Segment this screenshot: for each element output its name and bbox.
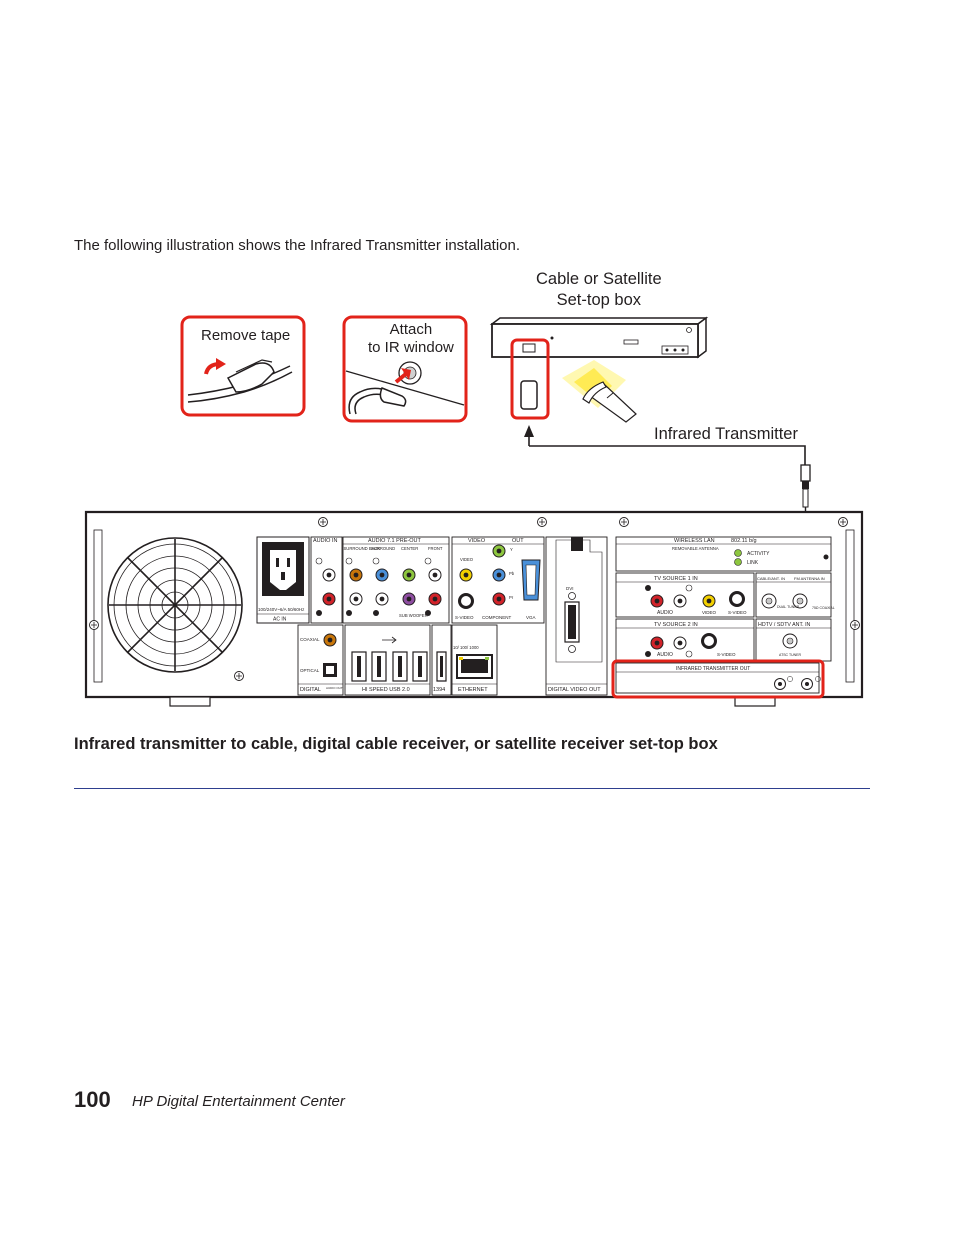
activity-label: ACTIVITY — [747, 551, 770, 557]
pc-rear-panel: 100/240V~6/A 50/60Hz AC IN AUDIO IN AUDI… — [84, 510, 864, 707]
removable-antenna-label: REMOVABLE ANTENNA — [672, 546, 719, 551]
ir-cable — [529, 445, 806, 465]
wireless-lan-label: WIRELESS LAN — [674, 538, 715, 544]
attach-line-2: to IR window — [368, 339, 454, 356]
remove-tape-label: Remove tape — [201, 327, 291, 344]
surround-back-label: SURROUND BACK — [344, 546, 381, 551]
ir-out-label: INFRARED TRANSMITTER OUT — [676, 666, 750, 672]
atsc-tuner-label: ATSC TUNER — [779, 653, 802, 657]
intro-text: The following illustration shows the Inf… — [74, 237, 521, 254]
audio-out-label: AUDIO OUT — [326, 686, 343, 690]
tv2-s-video-label: S-VIDEO — [717, 652, 736, 657]
settop-line-1: Cable or Satellite — [536, 270, 662, 288]
vga-label: VGA — [526, 615, 536, 620]
out-label: OUT — [512, 538, 524, 544]
tv-source-1-label: TV SOURCE 1 IN — [654, 576, 698, 582]
tv1-audio-label: AUDIO — [657, 610, 673, 616]
tv1-video-label: VIDEO — [702, 610, 717, 615]
settop-box-illustration — [489, 316, 709, 359]
hi-speed-usb-label: HI SPEED USB 2.0 — [362, 687, 410, 693]
audio-71-label: AUDIO 7.1 PRE-OUT — [368, 538, 422, 544]
infrared-transmitter-label: Infrared Transmitter — [654, 425, 798, 443]
front-label: FRONT — [428, 546, 443, 551]
attach-ir-window-callout — [342, 315, 468, 423]
cable-ant-in-label: CABLE/ANT. IN — [757, 576, 785, 581]
speeds-label: 10/ 100/ 1000 — [453, 645, 479, 650]
hdtv-in-label: HDTV / SDTV ANT. IN — [758, 622, 811, 628]
settop-box-label: Cable or Satellite Set-top box — [536, 269, 662, 311]
surround-label: SURROUND — [371, 546, 395, 551]
audio-in-label: AUDIO IN — [313, 538, 337, 544]
ac-in-label: AC IN — [273, 617, 287, 623]
attach-ir-label: Attach to IR window — [368, 321, 454, 357]
coaxial-75-label: 75Ω COAXIAL — [812, 606, 835, 610]
s-video-label: S-VIDEO — [455, 615, 474, 620]
pr-label: Pr — [509, 595, 514, 600]
tv1-s-video-label: S-VIDEO — [728, 610, 747, 615]
fan-grille — [107, 537, 243, 673]
running-title: HP Digital Entertainment Center — [132, 1093, 345, 1110]
y-label: Y — [510, 547, 513, 552]
ethernet-label: ETHERNET — [458, 687, 488, 693]
center-label: CENTER — [401, 546, 418, 551]
settop-line-2: Set-top box — [556, 291, 642, 309]
flashlight-icon — [562, 360, 637, 423]
attach-line-1: Attach — [389, 321, 433, 338]
1394-label: 1394 — [433, 687, 445, 693]
page-number: 100 — [74, 1087, 111, 1112]
video-label: VIDEO — [468, 538, 486, 544]
pb-label: Pb — [509, 571, 515, 576]
ir-out-highlight — [611, 659, 825, 699]
dual-tuner-label: DUAL TUNER — [777, 605, 800, 609]
digital-label: DIGITAL — [300, 687, 321, 693]
infrared-transmitter-installation-figure: 100/240V~6/A 50/60Hz AC IN AUDIO IN AUDI… — [84, 315, 864, 707]
sub-woofer-label: SUB WOOFER — [399, 613, 428, 618]
video-small-label: VIDEO — [460, 557, 474, 562]
remove-tape-callout — [180, 315, 306, 417]
figure-caption: Infrared transmitter to cable, digital c… — [74, 735, 718, 753]
tv-source-2-label: TV SOURCE 2 IN — [654, 622, 698, 628]
link-label: LINK — [747, 560, 759, 566]
section-rule — [74, 788, 870, 789]
tv2-audio-label: AUDIO — [657, 652, 673, 658]
ir-window-highlight — [510, 338, 550, 420]
digital-video-out-label: DIGITAL VIDEO OUT — [548, 687, 601, 693]
dvi-label: DVI — [566, 586, 574, 591]
optical-label: OPTICAL — [300, 668, 320, 673]
ac-rating-label: 100/240V~6/A 50/60Hz — [258, 607, 305, 612]
fm-antenna-in-label: FM ANTENNA IN — [794, 576, 825, 581]
ir-emitter — [520, 380, 538, 410]
coaxial-label: COAXIAL — [300, 637, 320, 642]
wlan-std-label: 802.11 b/g — [731, 538, 757, 544]
component-label: COMPONENT — [482, 615, 512, 620]
